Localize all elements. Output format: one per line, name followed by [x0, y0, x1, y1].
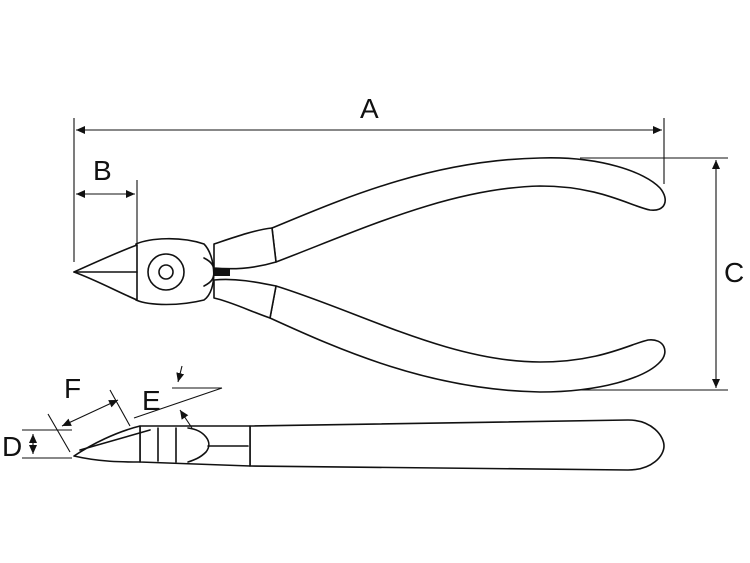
label-d: D — [2, 431, 22, 462]
lower-handle — [269, 285, 666, 393]
dimension-b: B — [76, 155, 138, 246]
dimension-e: E — [133, 365, 223, 429]
pivot-inner — [158, 264, 174, 280]
label-b: B — [93, 155, 112, 186]
label-a: A — [360, 93, 379, 124]
side-blade — [73, 425, 141, 463]
dimension-c: C — [580, 157, 744, 391]
dimension-d: D — [2, 429, 72, 462]
dimension-a: A — [73, 93, 665, 262]
label-c: C — [724, 257, 744, 288]
label-f: F — [64, 373, 81, 404]
pliers-side-view — [73, 419, 665, 471]
dimension-f: F — [47, 373, 131, 453]
label-e: E — [142, 385, 161, 416]
lower-collar — [213, 278, 277, 319]
pliers-top-view — [73, 157, 666, 393]
upper-handle — [271, 157, 666, 263]
spring-block — [214, 268, 230, 276]
side-handle — [249, 419, 665, 471]
upper-collar — [213, 227, 277, 270]
